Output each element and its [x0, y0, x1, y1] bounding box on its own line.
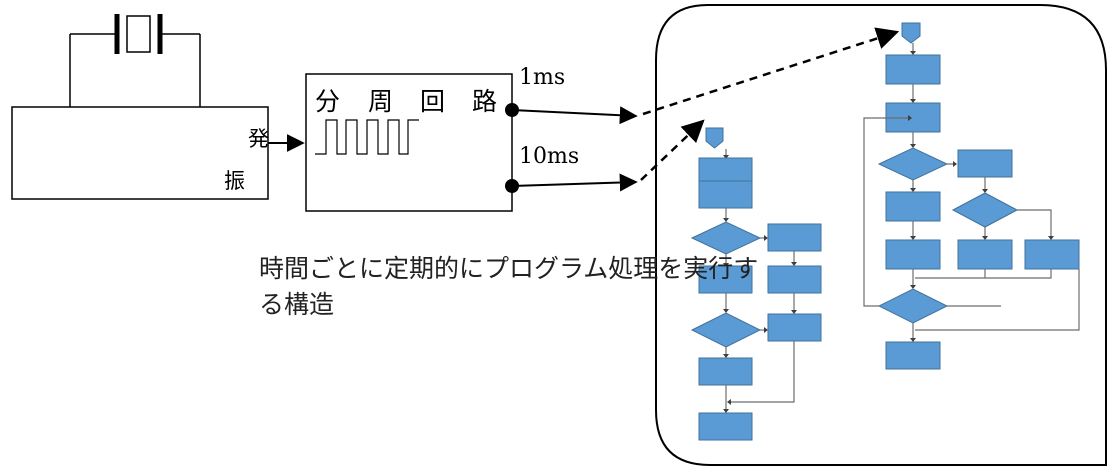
flowchart-b-process-1 — [885, 54, 941, 85]
flowchart-1ms-task — [863, 22, 1080, 370]
divider-title-char-3: 回 — [420, 87, 445, 116]
flowchart-a-process-6 — [767, 313, 822, 342]
dashed-link-1ms — [642, 27, 900, 116]
flowchart-a-process-5 — [767, 265, 822, 294]
divider-title-char-1: 分 — [315, 87, 340, 116]
dashed-link-10ms — [640, 119, 705, 181]
flowchart-b-process-5 — [885, 239, 941, 270]
flowchart-b-process-3 — [957, 149, 1013, 178]
oscillator-label-1: 発 — [248, 127, 269, 151]
output-10ms-label: 10ms — [519, 144, 579, 169]
flowchart-a-process-7 — [698, 357, 753, 386]
output-1ms-arrow — [511, 106, 638, 125]
caption: 時間ごとに定期的にプログラム処理を実行す る構造 — [259, 251, 759, 323]
flowchart-b-decision-2 — [951, 192, 1019, 228]
caption-line-1: 時間ごとに定期的にプログラム処理を実行す — [259, 254, 759, 283]
output-10ms-arrow — [511, 173, 638, 192]
divider-box — [305, 73, 513, 212]
pulse-waveform — [315, 119, 419, 155]
flowchart-b-process-7 — [1024, 239, 1080, 270]
flowchart-b-decision-1 — [877, 147, 949, 181]
flowchart-a-process-3 — [767, 223, 822, 252]
divider-title-char-4: 路 — [472, 87, 497, 116]
flowchart-b-process-4 — [885, 191, 941, 222]
flowchart-a-process-8 — [698, 412, 753, 441]
program-container — [655, 4, 1107, 466]
output-1ms-label: 1ms — [519, 65, 565, 90]
flowchart-a-process-2 — [698, 180, 753, 209]
crystal-resonator — [69, 14, 201, 107]
oscillator-block: 発 振 — [11, 106, 269, 200]
flowchart-a-start-marker — [705, 127, 724, 149]
flowchart-b-start-marker — [901, 22, 921, 44]
flowchart-a-decision-2 — [690, 312, 762, 348]
divider-title-char-2: 周 — [368, 87, 393, 116]
frequency-divider-block: 分 周 回 路 — [305, 73, 513, 212]
caption-line-2: る構造 — [259, 290, 335, 319]
flowchart-b-process-6 — [957, 239, 1013, 270]
crystal-body — [126, 15, 151, 53]
flowchart-a-process-4 — [698, 265, 753, 294]
flowchart-a-decision-1 — [690, 221, 762, 255]
oscillator-label-2: 振 — [224, 169, 245, 193]
flowchart-b-decision-3 — [877, 288, 949, 324]
flowchart-b-process-8 — [885, 341, 941, 370]
oscillator-box — [11, 106, 269, 200]
flowchart-10ms-task — [690, 127, 822, 441]
